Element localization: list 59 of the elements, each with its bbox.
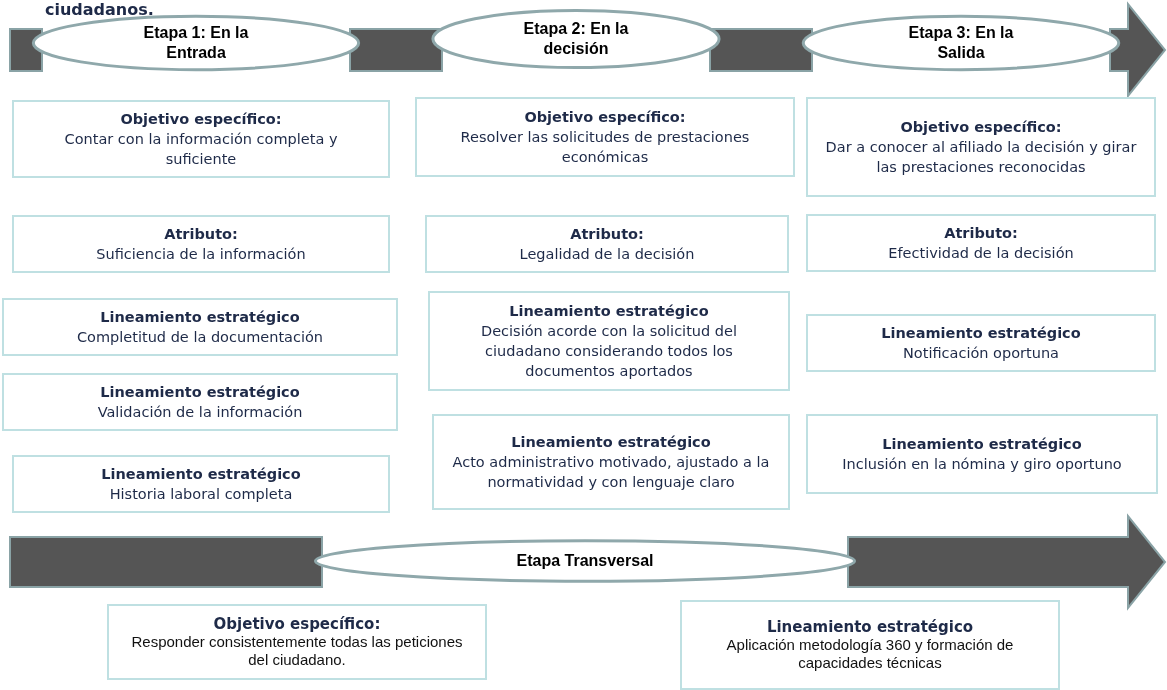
text-box <box>806 414 1158 494</box>
text-box <box>680 600 1060 690</box>
box-text: Acto administrativo motivado, ajustado a la normatividad y con lenguaje claro <box>451 453 771 492</box>
stage-ellipse <box>430 8 722 70</box>
stage-ellipse <box>30 14 362 72</box>
stage-label: Etapa 1: En la Entrada <box>142 23 250 63</box>
block-arrow <box>847 513 1167 611</box>
box-heading: Atributo: <box>164 225 238 244</box>
box-text: Resolver las solicitudes de prestaciones económicas <box>459 128 751 167</box>
box-text: Inclusión en la nómina y giro oportuno <box>842 455 1122 474</box>
box-heading: Lineamiento estratégico <box>882 435 1082 454</box>
text-box <box>2 373 398 431</box>
text-box <box>425 215 789 273</box>
band <box>349 28 443 72</box>
box-heading: Atributo: <box>944 224 1018 243</box>
box-text: Aplicación metodología 360 y formación de capacidades técnicas <box>725 636 1015 672</box>
band <box>709 28 813 72</box>
text-box <box>2 298 398 356</box>
box-heading: Lineamiento estratégico <box>100 308 300 327</box>
text-box <box>806 314 1156 372</box>
text-box <box>12 215 390 273</box>
box-text: Contar con la información completa y suficiente <box>63 130 339 169</box>
box-text: Completitud de la documentación <box>76 328 323 347</box>
text-box <box>12 455 390 513</box>
text-box <box>806 214 1156 272</box>
text-box <box>428 291 790 391</box>
title: ciudadanos. <box>45 0 154 19</box>
text-box <box>806 97 1156 197</box>
stage-label: Etapa 3: En la Salida <box>907 23 1015 63</box>
box-heading: Objetivo específico: <box>120 110 282 129</box>
box-heading: Objetivo específico: <box>213 615 381 633</box>
box-heading: Lineamiento estratégico <box>100 383 300 402</box>
box-text: Suficiencia de la información <box>96 245 306 264</box>
box-text: Historia laboral completa <box>109 485 293 504</box>
box-text: Efectividad de la decisión <box>888 244 1074 263</box>
box-text: Legalidad de la decisión <box>519 245 695 264</box>
box-text: Decisión acorde con la solicitud del ciudadano considerando todos los documentos aportados <box>480 322 738 381</box>
box-heading: Atributo: <box>570 225 644 244</box>
block-arrow <box>1109 1 1167 99</box>
box-heading: Objetivo específico: <box>524 108 686 127</box>
box-heading: Lineamiento estratégico <box>881 324 1081 343</box>
text-box <box>415 97 795 177</box>
box-text: Notificación oportuna <box>903 344 1059 363</box>
box-heading: Lineamiento estratégico <box>509 302 709 321</box>
box-text: Dar a conocer al afiliado la decisión y girar las prestaciones reconocidas <box>824 138 1138 177</box>
box-heading: Objetivo específico: <box>900 118 1062 137</box>
box-heading: Lineamiento estratégico <box>511 433 711 452</box>
band <box>9 536 323 588</box>
text-box <box>107 604 487 680</box>
box-text: Validación de la información <box>97 403 303 422</box>
stage-label: Etapa Transversal <box>516 551 654 571</box>
box-heading: Lineamiento estratégico <box>766 618 974 636</box>
stage-ellipse <box>800 14 1122 72</box>
text-box <box>432 414 790 510</box>
box-heading: Lineamiento estratégico <box>101 465 301 484</box>
box-text: Responder consistentemente todas las peticiones del ciudadano. <box>130 633 464 669</box>
band <box>9 28 43 72</box>
text-box <box>12 100 390 178</box>
stage-label: Etapa 2: En la decisión <box>522 19 630 59</box>
